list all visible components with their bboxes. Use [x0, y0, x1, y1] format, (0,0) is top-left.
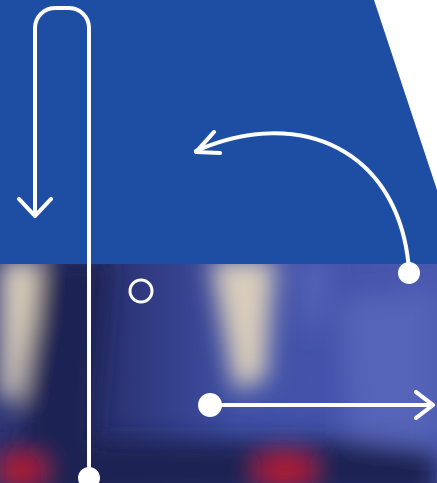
photo-panel [0, 264, 437, 483]
blue-header-panel [0, 0, 437, 264]
photo-red-accent-left [0, 456, 45, 483]
curved-arrow-line [194, 131, 411, 272]
photo-highlight-left [0, 264, 45, 400]
right-arrow-icon [414, 390, 435, 420]
photo-fabric-right [340, 290, 437, 450]
down-arrow-icon [17, 197, 53, 218]
photo-highlight-center [210, 264, 275, 390]
right-arrow-start-dot [198, 393, 222, 417]
hollow-circle-marker [128, 278, 154, 304]
photo-highlight-right [300, 264, 330, 330]
u-line-end-dot [78, 467, 100, 483]
photo-shadow-bottom [0, 440, 437, 483]
curved-arrow-icon [194, 130, 222, 155]
u-turn-line [33, 6, 91, 480]
curved-arrow-start-dot [398, 262, 420, 284]
photo-red-accent-mid [255, 456, 315, 483]
